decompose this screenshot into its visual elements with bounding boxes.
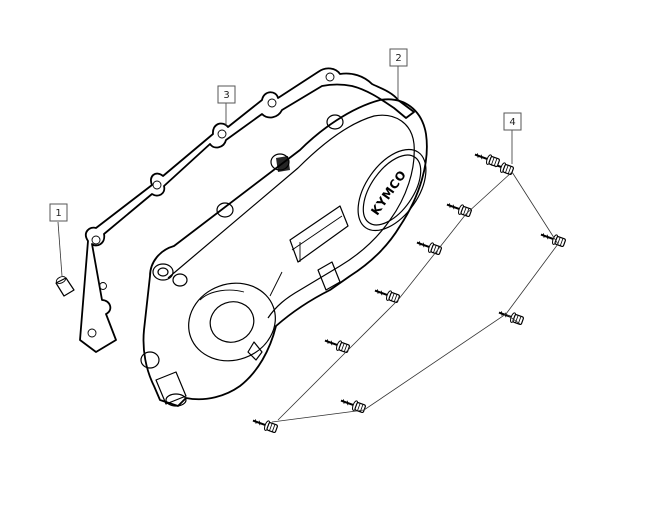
callout-3[interactable]: 3 [217, 85, 236, 104]
dowel-pin[interactable] [55, 275, 75, 297]
callout-number: 2 [395, 53, 401, 64]
flange-bolt[interactable] [497, 308, 525, 326]
flange-bolt[interactable] [251, 416, 279, 434]
flange-bolt[interactable] [445, 200, 473, 218]
callout-number: 3 [223, 90, 229, 101]
transmission-cover[interactable]: KYMCO [140, 98, 440, 407]
flange-bolt[interactable] [473, 150, 501, 168]
flange-bolt[interactable] [323, 336, 351, 354]
flange-bolt[interactable] [373, 286, 401, 304]
flange-bolt[interactable] [539, 230, 567, 248]
cover-gasket[interactable] [79, 67, 415, 353]
callout-4[interactable]: 4 [503, 112, 522, 131]
callout-1[interactable]: 1 [49, 203, 68, 222]
callout-2[interactable]: 2 [389, 48, 408, 67]
flange-bolt[interactable] [415, 238, 443, 256]
leader-lines [57, 66, 559, 423]
flange-bolts[interactable] [251, 150, 567, 434]
callout-number: 1 [55, 208, 61, 219]
flange-bolt[interactable] [339, 396, 367, 414]
callout-number: 4 [509, 117, 515, 128]
